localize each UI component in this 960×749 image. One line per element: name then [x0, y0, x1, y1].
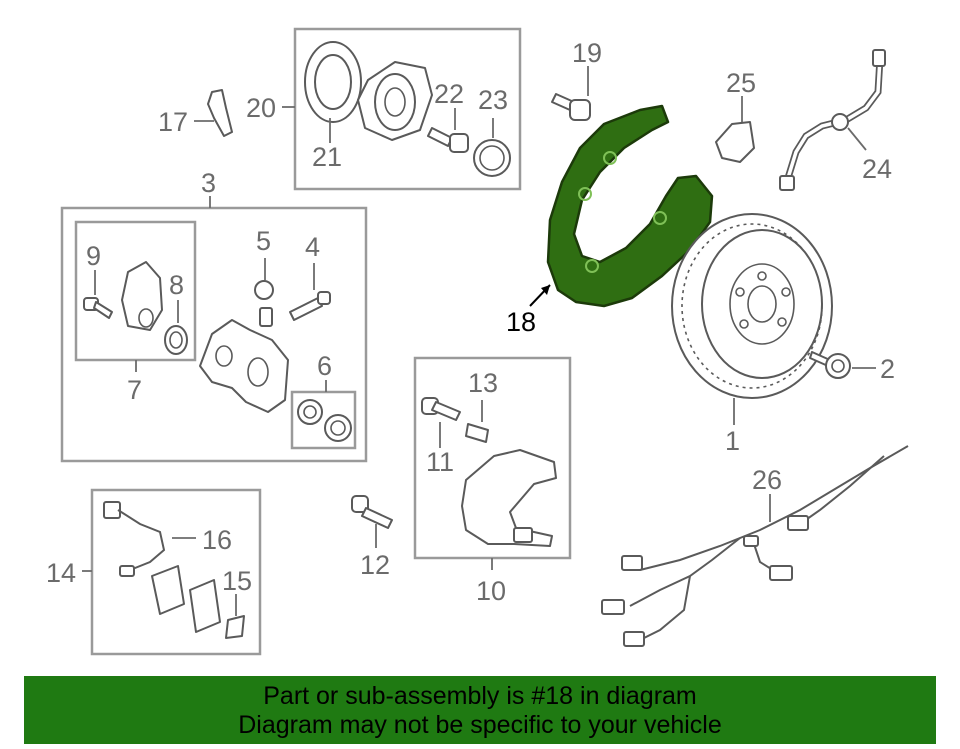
guide-sleeve-part[interactable]: [465, 423, 489, 443]
hub-cap-part[interactable]: [473, 139, 511, 177]
callout-19: 19: [572, 38, 602, 68]
callout-5: 5: [256, 226, 271, 256]
callout-21: 21: [312, 142, 342, 172]
bleeder-valve-part[interactable]: [254, 280, 274, 327]
callout-14: 14: [46, 558, 76, 588]
seal-ring-part[interactable]: [164, 325, 188, 355]
rotor-screw-part[interactable]: [809, 351, 851, 379]
shield-bolt-part[interactable]: [551, 93, 591, 121]
callout-22: 22: [434, 79, 464, 109]
callout-25: 25: [726, 68, 756, 98]
info-banner: Part or sub-assembly is #18 in diagram D…: [24, 676, 936, 744]
callout-13: 13: [468, 368, 498, 398]
speed-sensor-part[interactable]: [715, 121, 755, 163]
box-piston-seal-group: [290, 390, 357, 450]
callout-23: 23: [478, 85, 508, 115]
callout-4: 4: [305, 232, 320, 262]
callout-20: 20: [246, 93, 276, 123]
caliper-piston-housing-part[interactable]: [121, 261, 163, 331]
wear-sensor-part[interactable]: [103, 501, 166, 577]
callout-17: 17: [158, 107, 188, 137]
brake-hose-part[interactable]: [779, 49, 886, 191]
hub-seal-part[interactable]: [304, 41, 362, 123]
callout-8: 8: [169, 270, 184, 300]
callout-1: 1: [725, 426, 740, 456]
box-caliper-group: [60, 206, 368, 463]
box-hub-group: [293, 27, 522, 191]
callout-15: 15: [222, 566, 252, 596]
caliper-bolt-part[interactable]: [83, 297, 113, 319]
box-brake-pad-group: [90, 488, 262, 656]
brake-pad-set-part[interactable]: [151, 565, 221, 633]
mount-bolt-part[interactable]: [351, 495, 393, 529]
callout-24: 24: [862, 154, 892, 184]
callout-18: 18: [506, 307, 536, 337]
hub-bolt-part[interactable]: [427, 127, 469, 153]
bracket-part[interactable]: [207, 89, 233, 137]
callout-2: 2: [880, 354, 895, 384]
hub-bearing-part[interactable]: [357, 61, 433, 141]
callout-10: 10: [476, 576, 506, 606]
callout-26: 26: [752, 465, 782, 495]
callout-16: 16: [202, 525, 232, 555]
callout-6: 6: [317, 351, 332, 381]
caliper-body-part[interactable]: [199, 319, 289, 413]
dust-shield-part-18[interactable]: [546, 104, 714, 308]
callout-11: 11: [426, 447, 454, 477]
banner-line-2: Diagram may not be specific to your vehi…: [238, 711, 722, 739]
pad-clip-part[interactable]: [225, 615, 245, 639]
banner-line-1: Part or sub-assembly is #18 in diagram: [263, 682, 697, 710]
carrier-bolt-part[interactable]: [421, 397, 461, 421]
piston-seal-kit-part[interactable]: [297, 399, 352, 442]
callout-7: 7: [127, 375, 142, 405]
callout-9: 9: [86, 241, 101, 271]
wiring-harness-part[interactable]: [601, 445, 909, 647]
brake-rotor-part[interactable]: [671, 213, 833, 399]
guide-pin-part[interactable]: [289, 291, 331, 321]
callout-3: 3: [201, 168, 216, 198]
callout-12: 12: [360, 550, 390, 580]
caliper-carrier-part[interactable]: [461, 449, 557, 547]
